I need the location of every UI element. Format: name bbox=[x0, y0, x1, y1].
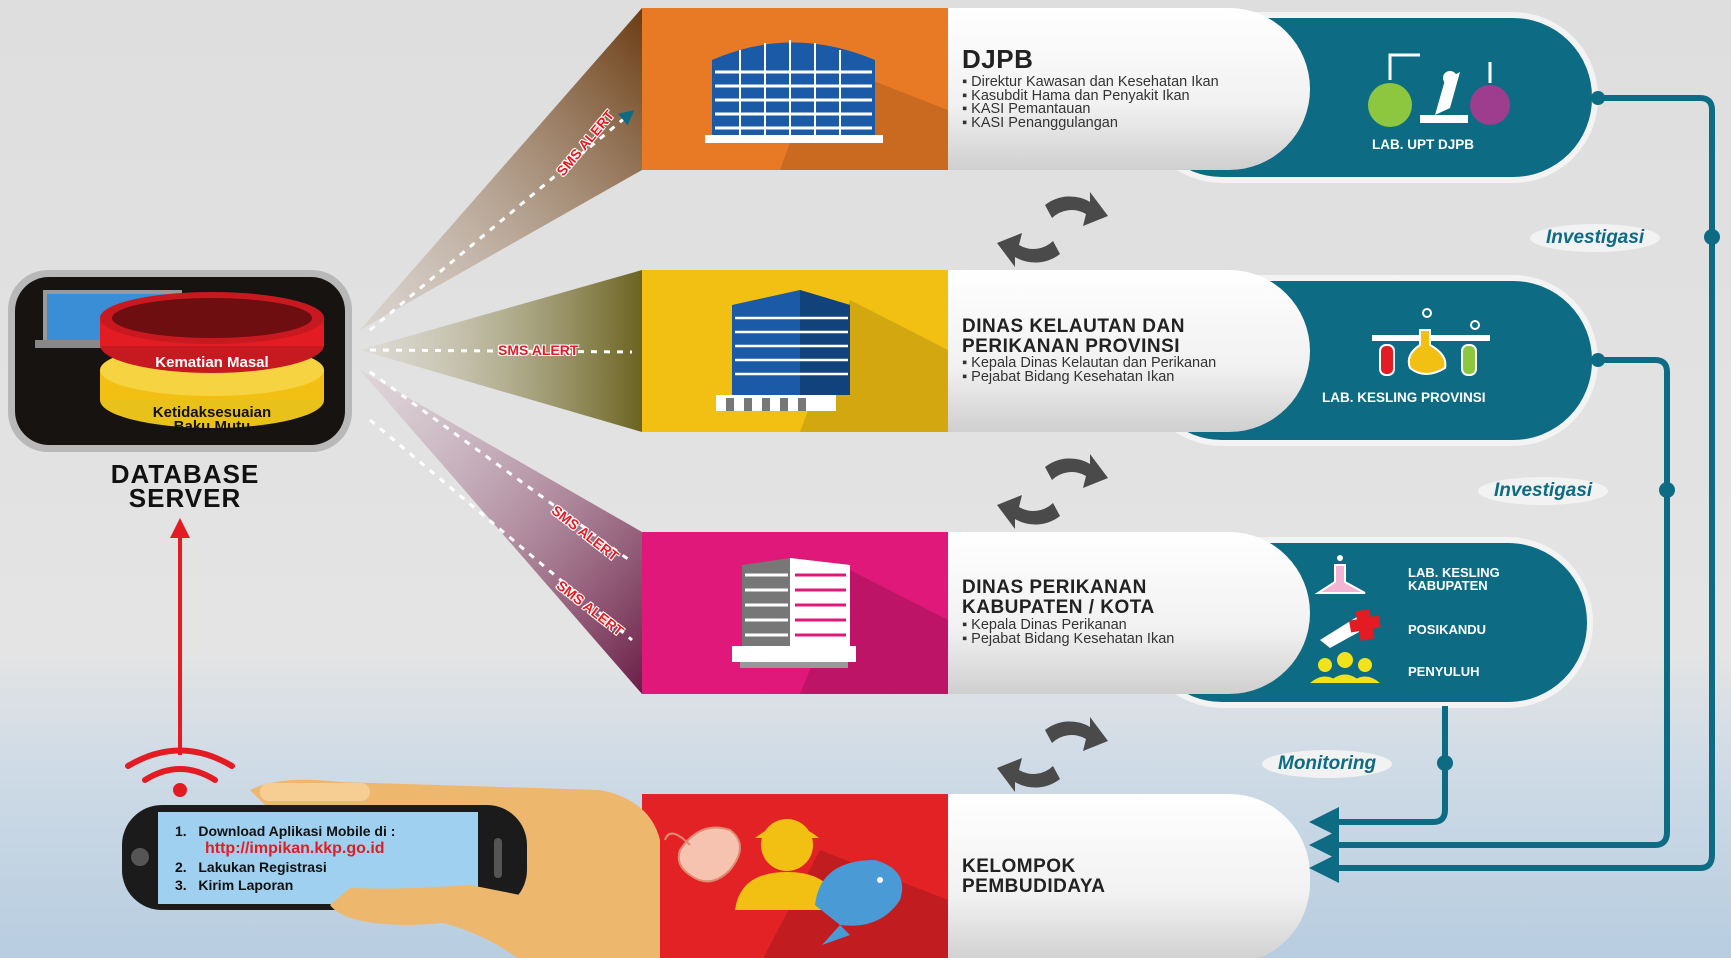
investigasi-label: Investigasi bbox=[1530, 224, 1661, 252]
flask-icon bbox=[1314, 555, 1366, 594]
tier-list-djpb: Direktur Kawasan dan Kesehatan Ikan Kasu… bbox=[962, 75, 1219, 131]
lab-label-kesling-provinsi: LAB. KESLING PROVINSI bbox=[1322, 390, 1486, 405]
database-server-title: DATABASE SERVER bbox=[110, 459, 260, 513]
refresh-icon bbox=[997, 192, 1108, 267]
phone-url[interactable]: http://impikan.kkp.go.id bbox=[205, 840, 385, 857]
list-item: Kepala Dinas Kelautan dan Perikanan bbox=[962, 356, 1216, 371]
phone-device bbox=[122, 805, 527, 910]
tier-title-pembudidaya: KELOMPOK PEMBUDIDAYA bbox=[962, 856, 1106, 897]
building-icon bbox=[705, 40, 883, 143]
lab-label-kesling-kabupaten: LAB. KESLING KABUPATEN bbox=[1408, 565, 1500, 593]
tier-title-kabupaten: DINAS PERIKANAN KABUPATEN / KOTA bbox=[962, 577, 1155, 618]
phone-step: 1. Download Aplikasi Mobile di : bbox=[175, 823, 396, 839]
refresh-icon bbox=[997, 717, 1108, 792]
list-item: Pejabat Bidang Kesehatan Ikan bbox=[962, 370, 1216, 385]
tier-list-kabupaten: Kepala Dinas Perikanan Pejabat Bidang Ke… bbox=[962, 618, 1174, 647]
phone-step: 3. Kirim Laporan bbox=[175, 877, 294, 893]
investigasi-label: Investigasi bbox=[1478, 477, 1609, 505]
lab-label-penyuluh: PENYULUH bbox=[1408, 664, 1480, 679]
refresh-icon bbox=[997, 454, 1108, 529]
lab-label-posikandu: POSIKANDU bbox=[1408, 622, 1487, 637]
list-item: Pejabat Bidang Kesehatan Ikan bbox=[962, 632, 1174, 647]
microscope-icon bbox=[1368, 53, 1510, 127]
syringe-icon bbox=[1320, 609, 1381, 648]
shadow-provinsi bbox=[800, 300, 948, 432]
tier-title-provinsi: DINAS KELAUTAN DAN PERIKANAN PROVINSI bbox=[962, 316, 1185, 357]
people-icon bbox=[1310, 652, 1380, 683]
fish-icon bbox=[815, 860, 903, 945]
wifi-icon bbox=[125, 747, 235, 797]
list-item: Kepala Dinas Perikanan bbox=[962, 618, 1174, 633]
phone-instructions: 1. Download Aplikasi Mobile di : http://… bbox=[175, 822, 395, 894]
database-server bbox=[8, 270, 352, 452]
sms-rays bbox=[369, 110, 635, 642]
test-tubes-icon bbox=[1372, 308, 1490, 376]
shrimp-icon bbox=[664, 826, 741, 883]
ray-djpb bbox=[360, 8, 642, 330]
tier-title-djpb: DJPB bbox=[962, 44, 1034, 74]
phone-step: 2. Lakukan Registrasi bbox=[175, 859, 327, 875]
monitoring-label: Monitoring bbox=[1262, 750, 1393, 778]
cylinder-label-kematian: Kematian Masal bbox=[155, 354, 269, 371]
feedback-lines bbox=[1309, 95, 1715, 883]
farmer-icon bbox=[735, 819, 839, 910]
cylinder-label-baku-mutu: Ketidaksesuaian Baku Mutu bbox=[152, 404, 272, 435]
lab-label-upt-djpb: LAB. UPT DJPB bbox=[1372, 137, 1475, 152]
tier-list-provinsi: Kepala Dinas Kelautan dan Perikanan Peja… bbox=[962, 356, 1216, 385]
junction-dots bbox=[1437, 91, 1720, 771]
list-item: Direktur Kawasan dan Kesehatan Ikan bbox=[962, 75, 1218, 90]
thumb bbox=[330, 885, 520, 925]
list-item: KASI Penanggulangan bbox=[962, 116, 1219, 131]
building-icon bbox=[732, 558, 856, 668]
building-icon bbox=[716, 290, 850, 411]
list-item: Kasubdit Hama dan Penyakit Ikan bbox=[962, 89, 1219, 104]
ray-kabupaten bbox=[360, 370, 642, 694]
sms-alert-label: SMS ALERT bbox=[498, 342, 579, 358]
list-item: KASI Pemantauan bbox=[962, 102, 1219, 117]
